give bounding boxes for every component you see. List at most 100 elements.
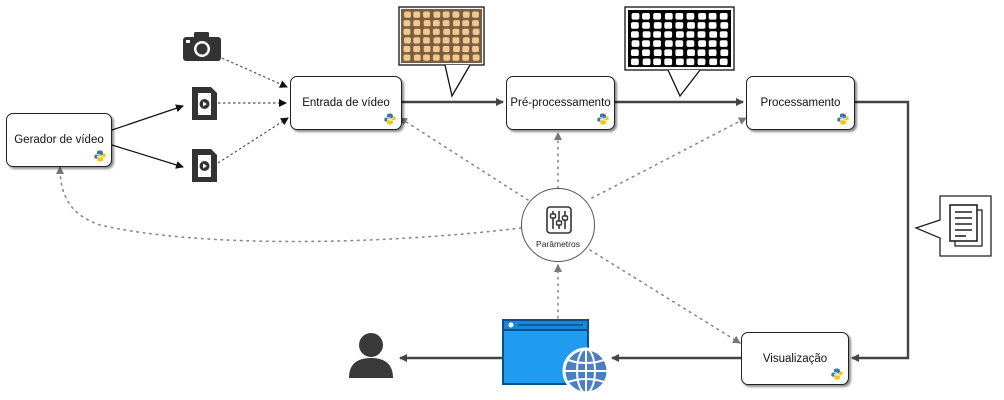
sample-blob	[432, 20, 440, 27]
globe-icon	[562, 347, 610, 395]
python-icon	[94, 150, 106, 162]
sample-blob	[472, 20, 479, 27]
edge-param-entrada	[399, 117, 529, 201]
sample-blob	[709, 58, 718, 66]
sample-blob	[698, 13, 706, 20]
sample-blob	[686, 58, 695, 66]
sample-blob	[403, 45, 411, 53]
node-processamento[interactable]: Processamento	[746, 76, 855, 130]
sample-blob	[413, 54, 421, 61]
sample-blob	[664, 49, 673, 56]
sample-blob	[452, 11, 460, 18]
node-pre-processamento[interactable]: Pré-processamento	[506, 76, 615, 130]
sample-blob	[631, 31, 639, 38]
sample-blob	[708, 13, 717, 20]
sample-blob	[462, 54, 470, 61]
sample-blob	[452, 37, 460, 44]
sample-blob	[675, 13, 684, 20]
sample-blob	[642, 49, 650, 56]
sample-blob	[443, 54, 451, 61]
node-gerador-de-video[interactable]: Gerador de vídeo	[6, 113, 112, 167]
sample-blob	[697, 22, 706, 29]
edge-param-gerador	[56, 166, 522, 243]
sample-blob	[642, 13, 650, 20]
sample-blob	[442, 37, 450, 44]
sample-blob	[462, 45, 470, 53]
sample-blob	[442, 11, 450, 18]
sample-blob	[472, 45, 479, 53]
sample-blob	[403, 20, 411, 27]
sample-blob	[675, 22, 684, 29]
sample-blob	[631, 22, 639, 29]
sample-blob	[462, 28, 470, 35]
sample-blob	[687, 49, 695, 56]
sample-blob	[642, 58, 651, 66]
sample-blob	[709, 31, 718, 38]
sample-blob	[653, 31, 661, 38]
edge-param-processamento	[591, 117, 747, 199]
edge-gerador-video1	[111, 104, 184, 131]
python-icon	[384, 113, 396, 125]
sample-blob	[462, 11, 470, 18]
sample-blob	[442, 45, 450, 53]
sample-blob	[697, 31, 706, 38]
sample-blob	[403, 28, 411, 35]
node-visualizacao[interactable]: Visualização	[741, 332, 849, 385]
sample-blob	[642, 31, 651, 38]
camera-icon	[183, 32, 221, 61]
sample-blob	[719, 40, 728, 47]
sample-blob	[653, 13, 661, 20]
node-label: Pré-processamento	[510, 97, 611, 109]
sample-blob	[720, 49, 729, 56]
sample-blob	[676, 31, 684, 38]
sample-blob	[664, 58, 673, 66]
node-label: Gerador de vídeo	[14, 134, 104, 146]
python-icon	[597, 113, 609, 125]
sample-blob	[423, 54, 430, 61]
sample-blob	[472, 11, 479, 18]
sample-blob	[423, 11, 430, 18]
sample-blob	[642, 40, 650, 47]
user-icon	[349, 333, 393, 378]
sample-blob	[708, 22, 717, 29]
sample-blob	[472, 37, 479, 44]
sample-blob	[708, 49, 717, 56]
sample-blob	[664, 13, 673, 20]
sample-blob	[432, 45, 440, 53]
sample-blob	[687, 22, 695, 29]
video-file-icon-1	[192, 87, 217, 120]
edge-gerador-video2	[111, 144, 184, 169]
sample-blob	[413, 45, 421, 53]
sample-blob	[423, 45, 431, 53]
sample-blob	[452, 54, 460, 61]
sample-blob	[686, 13, 695, 20]
node-label: Processamento	[760, 97, 841, 109]
sample-blob	[698, 40, 706, 47]
sample-blob	[664, 22, 673, 29]
sample-blob	[462, 37, 470, 44]
sample-blob	[675, 40, 684, 47]
sample-blob	[432, 54, 440, 61]
sample-blob	[453, 45, 460, 53]
node-parametros[interactable]: Parâmetros	[521, 188, 595, 262]
sample-blob	[719, 31, 728, 38]
sample-blob	[686, 31, 695, 38]
node-label: Parâmetros	[536, 239, 580, 249]
sample-blob	[443, 28, 451, 35]
video-file-icon-2	[192, 149, 217, 182]
sample-blob	[413, 11, 421, 18]
node-entrada-de-video[interactable]: Entrada de vídeo	[290, 76, 402, 130]
sample-blob	[403, 54, 411, 61]
sample-blob	[642, 22, 650, 29]
sample-blob	[719, 58, 728, 66]
sample-blob	[653, 49, 662, 56]
sample-blob	[472, 28, 480, 35]
binary-frame-callout	[624, 6, 735, 98]
sample-blob	[676, 58, 684, 66]
sample-blob	[423, 37, 430, 44]
sample-blob	[404, 37, 411, 44]
sliders-icon	[546, 206, 572, 234]
sample-blob	[631, 40, 640, 47]
sample-blob	[442, 20, 450, 27]
